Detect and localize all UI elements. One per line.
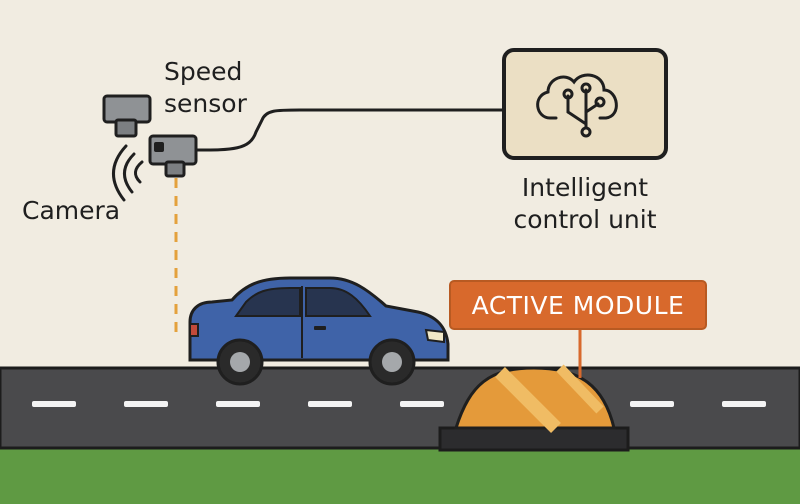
signal-waves-icon: [112, 144, 144, 202]
active-module-label: ACTIVE MODULE: [472, 291, 685, 320]
camera-label: Camera: [22, 196, 120, 225]
speed-sensor-label-line2: sensor: [164, 89, 248, 118]
camera-icon: [102, 94, 152, 138]
speed-bump: [438, 364, 630, 452]
car: [188, 276, 450, 386]
grass-strip: [0, 446, 800, 504]
control-unit-label-line2: control unit: [513, 205, 656, 234]
active-module-badge: [449, 280, 707, 330]
speed-sensor-label-line1: Speed: [164, 57, 242, 86]
control-unit-label-line1: Intelligent: [522, 173, 648, 202]
data-cable: [195, 108, 504, 152]
cloud-network-icon: [536, 73, 618, 138]
speed-sensor-icon: [148, 134, 198, 178]
lane-markings: [32, 401, 766, 407]
